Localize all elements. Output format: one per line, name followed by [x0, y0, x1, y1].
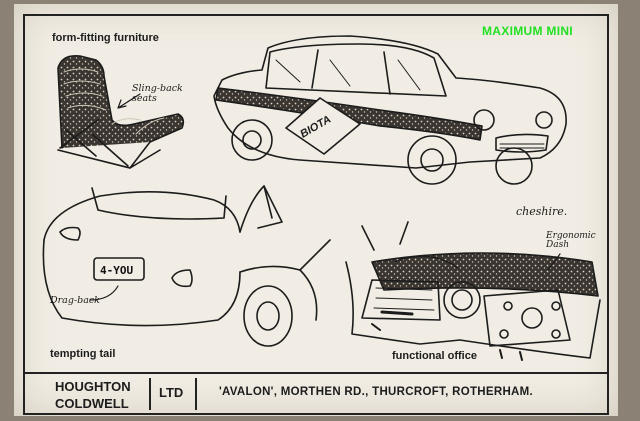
office-title: functional office [392, 350, 477, 362]
magazine-page [14, 4, 618, 416]
company-suffix: LTD [159, 385, 184, 400]
company-address: 'AVALON', MORTHEN RD., THURCROFT, ROTHER… [219, 386, 534, 398]
furniture-note: Sling-back seats [132, 83, 183, 104]
headline-text: MAXIMUM MINI [482, 24, 573, 38]
company-line-1: HOUGHTON [55, 379, 131, 394]
tail-note: Drag-back [50, 295, 100, 306]
footer-divider [149, 378, 151, 410]
company-line-2: COLDWELL [55, 396, 129, 411]
footer-divider-2 [195, 378, 197, 410]
car-drawing [213, 35, 567, 185]
office-note: Ergonomic Dash [546, 231, 596, 251]
company-name: HOUGHTON COLDWELL [55, 378, 131, 412]
advert-frame [23, 14, 609, 415]
artist-signature: cheshire. [516, 205, 568, 218]
sling-chair-drawing [57, 54, 185, 169]
advertiser-footer: HOUGHTON COLDWELL LTD 'AVALON', MORTHEN … [25, 372, 607, 414]
tail-title: tempting tail [50, 348, 116, 360]
furniture-title: form-fitting furniture [52, 32, 159, 44]
number-plate: 4-YOU [100, 264, 134, 277]
tail-drawing [42, 185, 331, 347]
dashboard-drawing [345, 221, 601, 361]
headline: MAXIMUM MINI [482, 24, 573, 38]
